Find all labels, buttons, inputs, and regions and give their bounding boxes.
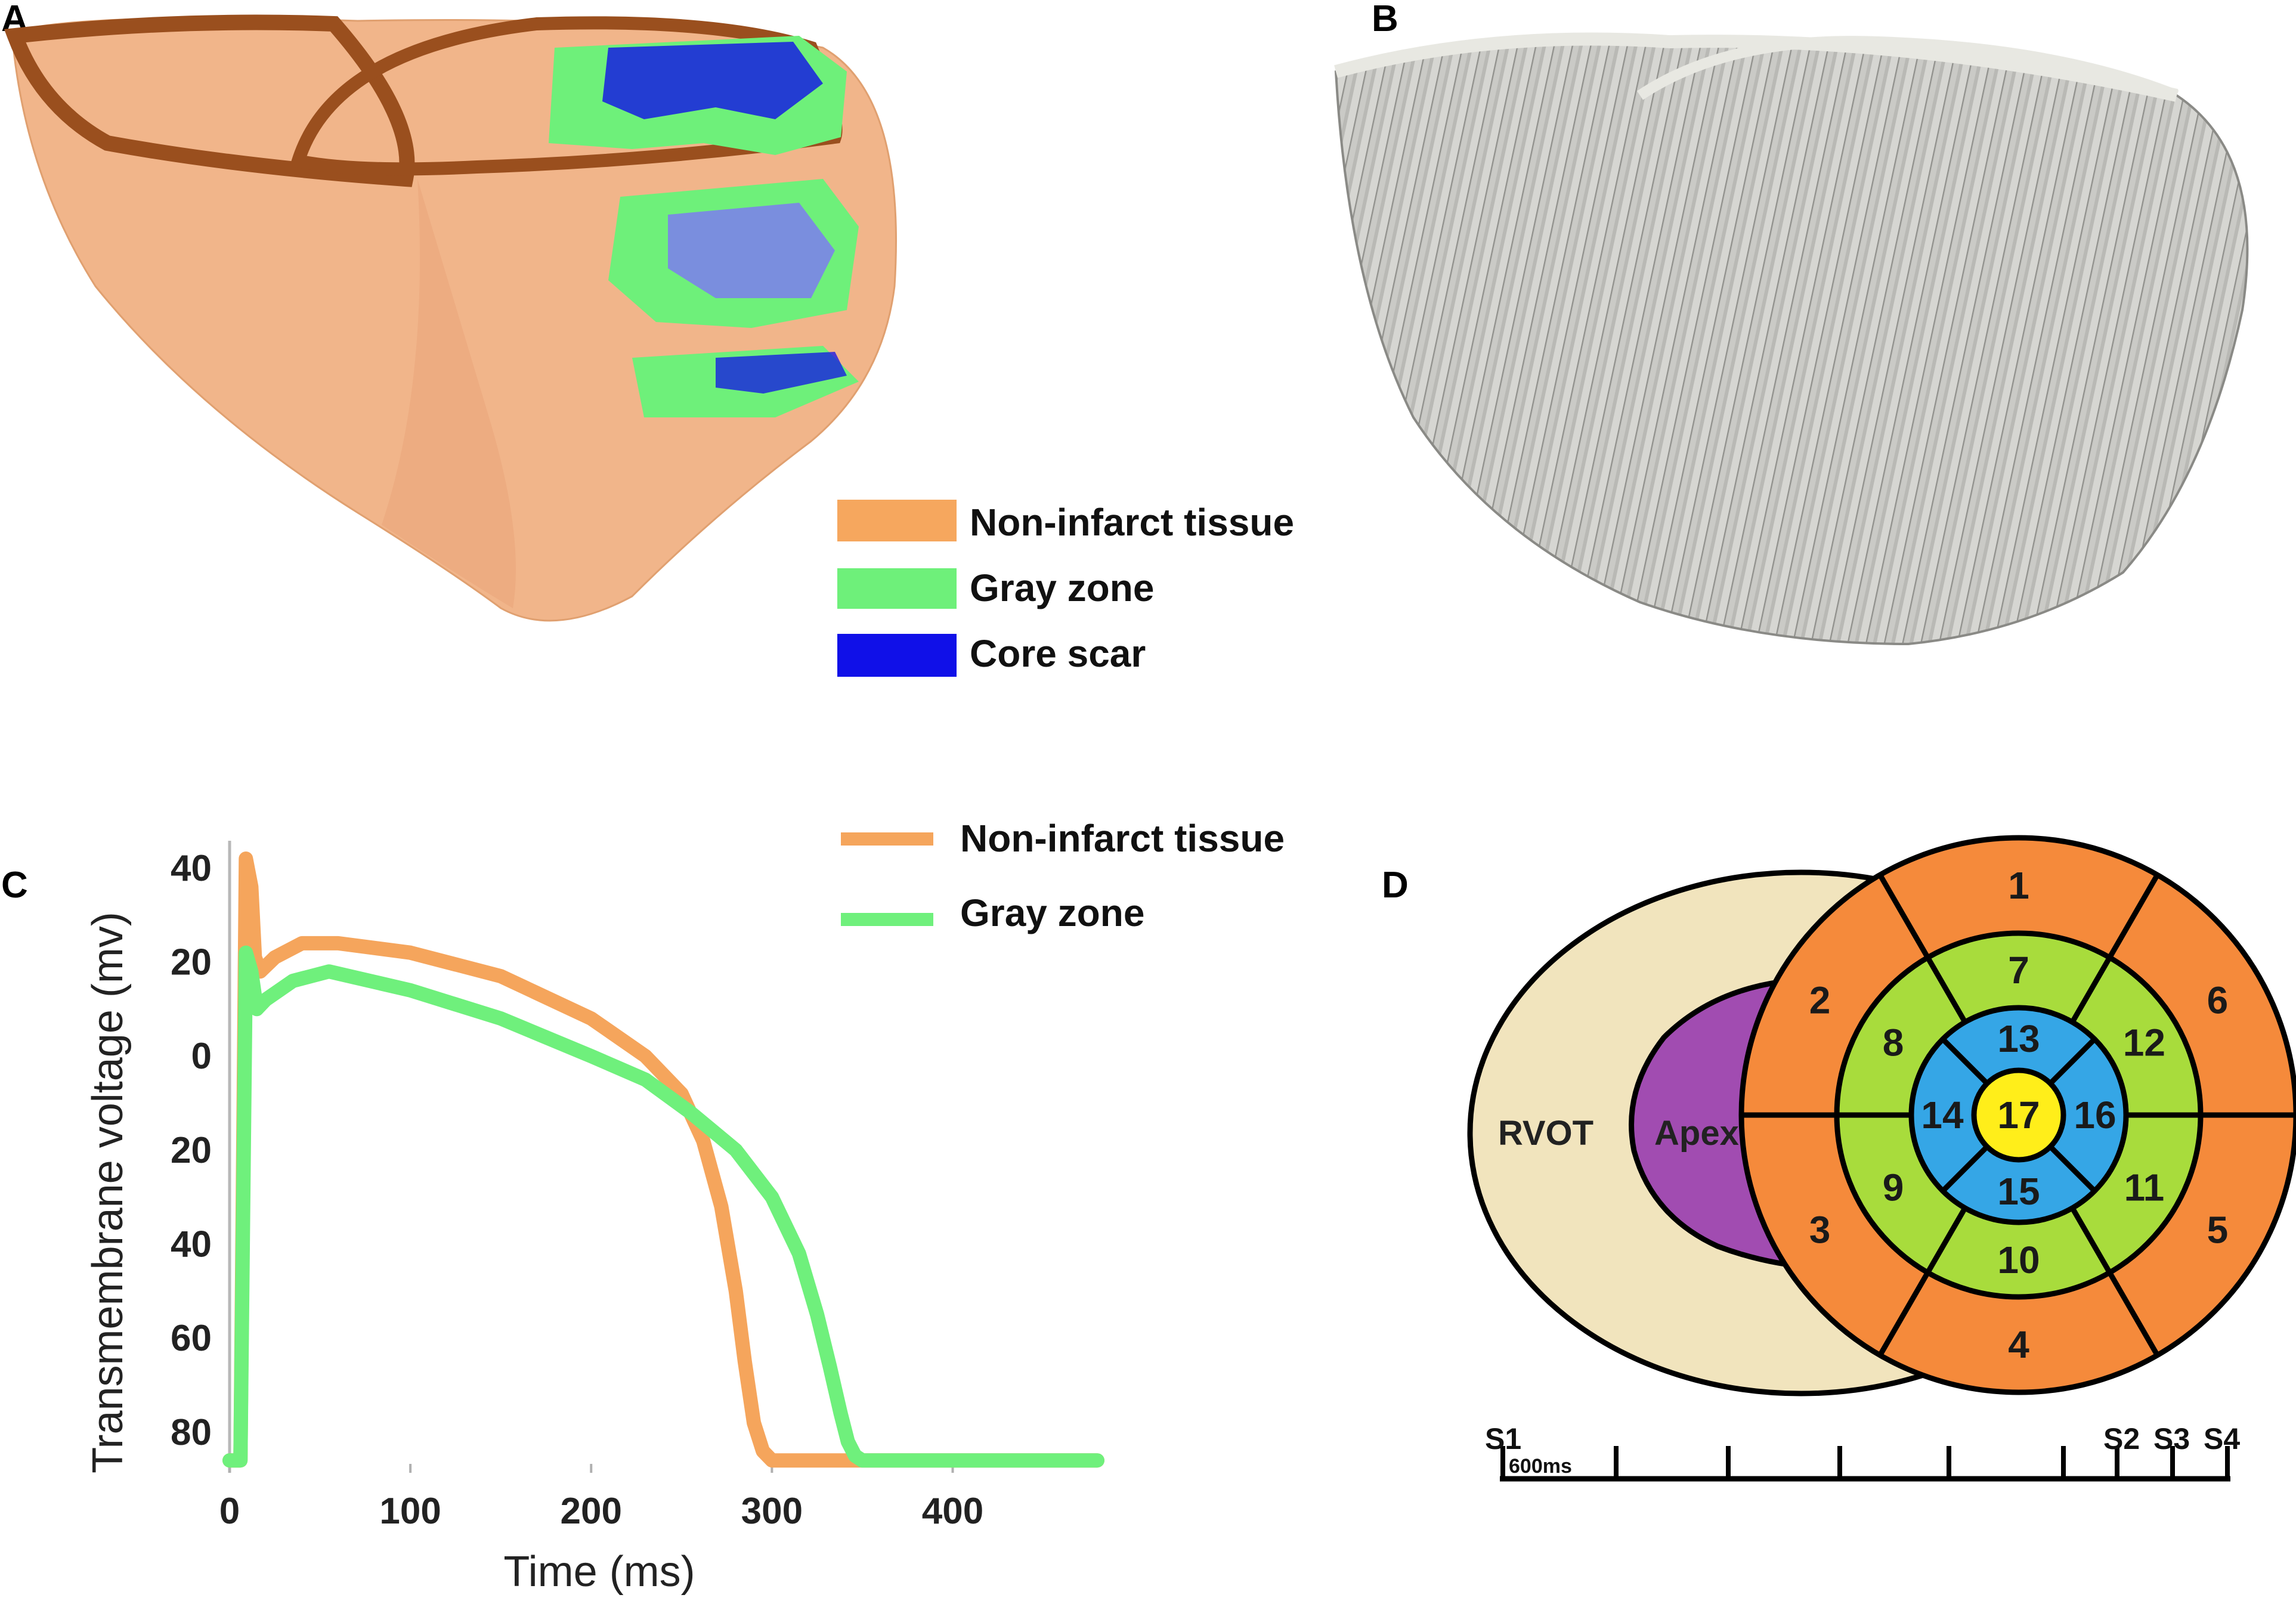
segment-label-9: 9 [1883, 1166, 1904, 1209]
segment-label-17: 17 [1997, 1094, 2040, 1137]
segment-label-2: 2 [1809, 979, 1831, 1022]
y-tick-label: 20 [171, 942, 212, 983]
x-tick-label: 200 [561, 1491, 622, 1532]
segment-label-4: 4 [2008, 1323, 2029, 1366]
core-scar-patch [668, 203, 835, 298]
series-lines [222, 851, 1104, 1468]
segment-label-12: 12 [2123, 1021, 2165, 1064]
segment-divider [2070, 956, 2112, 1024]
series-line-gray-zone [222, 945, 1104, 1468]
series-line-non-infarct [222, 851, 1104, 1468]
panel-d-letter: D [1382, 865, 1409, 906]
y-tick-label: 20 [171, 1130, 212, 1171]
y-tick-label: 40 [171, 1224, 212, 1265]
segment-label-6: 6 [2207, 979, 2229, 1022]
stimulus-label-s2: S2 [2103, 1422, 2140, 1456]
panel-c-legend: Non-infarct tissue Gray zone [841, 817, 1285, 934]
segment-divider [2048, 1037, 2097, 1086]
segment-label-10: 10 [1997, 1238, 2040, 1281]
y-axis-title: Transmembrane voltage (mv) [84, 912, 132, 1473]
y-axis-ticks: 40 20 0 20 40 60 80 [171, 848, 212, 1453]
stimulus-protocol: S1 600ms S2 S3 S4 [1485, 1422, 2240, 1482]
y-tick-label: 40 [171, 848, 212, 889]
legend-swatch-gray-zone [837, 568, 957, 609]
stimulus-interval-label: 600ms [1509, 1455, 1572, 1478]
stimulus-label-s3: S3 [2153, 1422, 2190, 1456]
segment-label-15: 15 [1997, 1170, 2040, 1213]
segment-divider [2107, 874, 2160, 959]
segment-label-7: 7 [2008, 949, 2029, 992]
segment-17-apex-cap [1971, 1067, 2066, 1163]
legend-label-non-infarct-c: Non-infarct tissue [960, 817, 1285, 860]
panel-a-legend: Non-infarct tissue Gray zone Core scar [837, 500, 1294, 677]
x-tick-label: 300 [741, 1491, 803, 1532]
segment-label-8: 8 [1883, 1021, 1904, 1064]
legend-label-gray-zone: Gray zone [970, 566, 1154, 609]
segment-divider [1925, 1206, 1967, 1274]
segment-divider [2107, 1271, 2160, 1357]
segment-divider [1877, 874, 1930, 959]
legend-swatch-non-infarct [837, 500, 957, 541]
panel-a: A Non-infarct tissue Gray zone Core scar [1, 0, 1294, 677]
x-axis-title: Time (ms) [503, 1548, 695, 1596]
segment-label-11: 11 [2124, 1166, 2165, 1209]
fiber-rim-lv [1637, 36, 2179, 101]
y-tick-label: 80 [171, 1412, 212, 1453]
legend-label-core-scar: Core scar [970, 632, 1146, 675]
segment-label-16: 16 [2074, 1094, 2116, 1137]
panel-b: B [1334, 0, 2249, 646]
core-scar-patch [602, 42, 823, 119]
segment-divider [1941, 1144, 1989, 1193]
heart-scar-model [4, 14, 897, 622]
y-tick-label: 60 [171, 1318, 212, 1359]
legend-label-gray-zone-c: Gray zone [960, 891, 1144, 934]
y-tick-label: 0 [191, 1036, 212, 1077]
segment-label-14: 14 [1921, 1094, 1964, 1137]
segment-divider [2070, 1206, 2112, 1274]
stimulus-label-s4: S4 [2204, 1422, 2240, 1456]
segment-divider [2048, 1144, 2097, 1193]
fiber-orientation-model [1334, 32, 2249, 646]
x-tick-label: 400 [922, 1491, 983, 1532]
x-tick-label: 100 [379, 1491, 441, 1532]
stimulus-label-s1: S1 [1485, 1422, 1521, 1456]
legend-label-non-infarct: Non-infarct tissue [970, 501, 1294, 544]
fiber-rim [1334, 32, 2179, 102]
segment-divider [1925, 956, 1967, 1024]
segment-dividers [1741, 874, 2296, 1357]
x-axis-ticks: 0 100 200 300 400 [219, 1464, 983, 1532]
segment-label-3: 3 [1809, 1209, 1831, 1252]
segment-label-5: 5 [2207, 1209, 2229, 1252]
panel-c-letter: C [1, 865, 28, 906]
apex-label: Apex [1654, 1114, 1739, 1153]
x-tick-label: 0 [219, 1491, 240, 1532]
segment-label-13: 13 [1997, 1017, 2040, 1060]
rvot-label: RVOT [1498, 1114, 1593, 1153]
panel-b-letter: B [1372, 0, 1398, 39]
segment-divider [1941, 1037, 1989, 1086]
fiber-heart-body [1334, 38, 2249, 646]
core-scar-patch [716, 352, 847, 394]
heart-shading [382, 179, 516, 608]
legend-swatch-core-scar [837, 634, 957, 677]
stimulus-ticks [1500, 1446, 2230, 1480]
segment-divider [1877, 1271, 1930, 1357]
segment-label-1: 1 [2008, 864, 2029, 907]
